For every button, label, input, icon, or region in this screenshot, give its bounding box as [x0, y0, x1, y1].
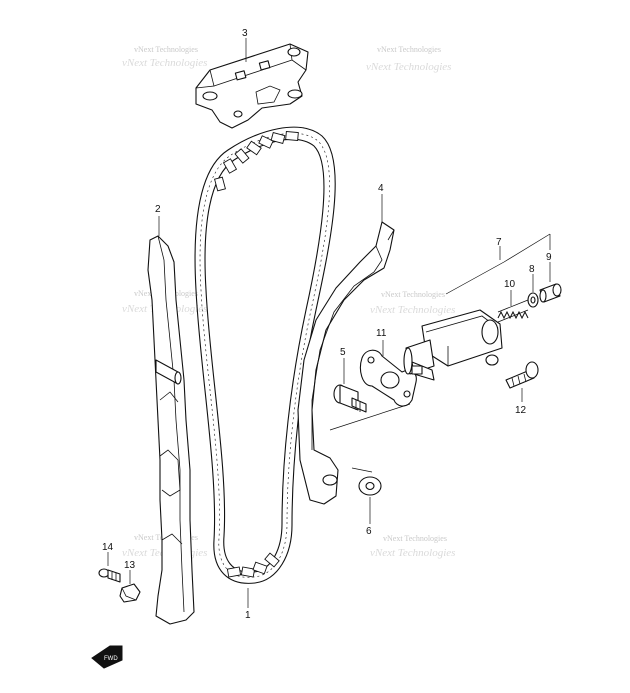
callout-9: 9 [546, 252, 552, 263]
part-13-collar[interactable] [119, 583, 141, 603]
part-1-cam-chain[interactable] [194, 126, 336, 584]
watermark-text: vNext Technologies [134, 45, 198, 54]
part-11-gasket[interactable] [359, 349, 417, 407]
part-5-pivot-bolt[interactable] [333, 384, 367, 413]
callout-11: 11 [376, 328, 387, 339]
part-12-bolt[interactable] [505, 361, 539, 389]
callout-4: 4 [378, 183, 384, 194]
part-3-guide-bracket[interactable] [195, 43, 309, 129]
callout-2: 2 [155, 204, 161, 215]
callout-10: 10 [504, 279, 516, 290]
watermark-text-shadow: vNext Technologies [370, 304, 455, 316]
callout-8: 8 [529, 264, 535, 275]
callout-3: 3 [242, 28, 248, 39]
callout-1: 1 [245, 610, 251, 621]
watermark-text: vNext Technologies [383, 534, 447, 543]
part-14-small-bolt[interactable] [98, 568, 121, 583]
callout-5: 5 [340, 347, 346, 358]
part-4-chain-guide[interactable] [297, 221, 395, 505]
watermark-text-shadow: vNext Technologies [122, 57, 207, 69]
fwd-label: FWD [104, 656, 118, 662]
watermark-2: vNext Technologies vNext Technologies [366, 45, 451, 73]
watermark-1: vNext Technologies vNext Technologies [122, 45, 207, 69]
callout-13: 13 [124, 560, 136, 571]
watermark-4: vNext Technologies vNext Technologies [370, 290, 455, 316]
part-9-cap-bolt[interactable] [539, 283, 562, 303]
part-10-spring[interactable] [497, 299, 529, 323]
watermark-text: vNext Technologies [381, 290, 445, 299]
watermark-6: vNext Technologies vNext Technologies [370, 534, 455, 559]
part-6-washer[interactable] [358, 476, 382, 496]
part-7-tensioner-assembly[interactable] [403, 309, 503, 381]
fwd-arrow-icon: FWD [91, 645, 123, 669]
watermark-text-shadow: vNext Technologies [370, 547, 455, 559]
callout-6: 6 [366, 526, 372, 537]
callout-7: 7 [496, 237, 502, 248]
watermark-text-shadow: vNext Technologies [366, 61, 451, 73]
part-8-washer[interactable] [527, 292, 539, 308]
callout-14: 14 [102, 542, 114, 553]
callout-12: 12 [515, 405, 527, 416]
watermark-text: vNext Technologies [377, 45, 441, 54]
part-2-tensioner-guide[interactable] [147, 235, 195, 625]
